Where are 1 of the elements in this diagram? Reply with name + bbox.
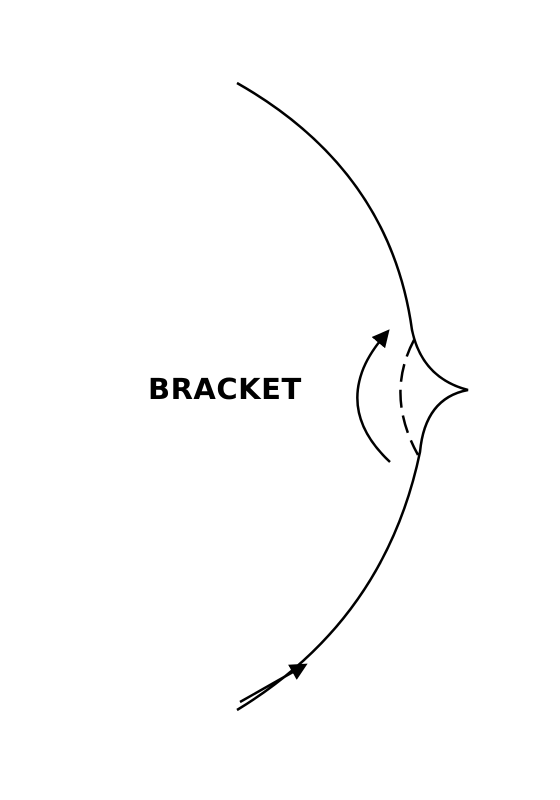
turn-name-label: BRACKET [148,372,302,406]
